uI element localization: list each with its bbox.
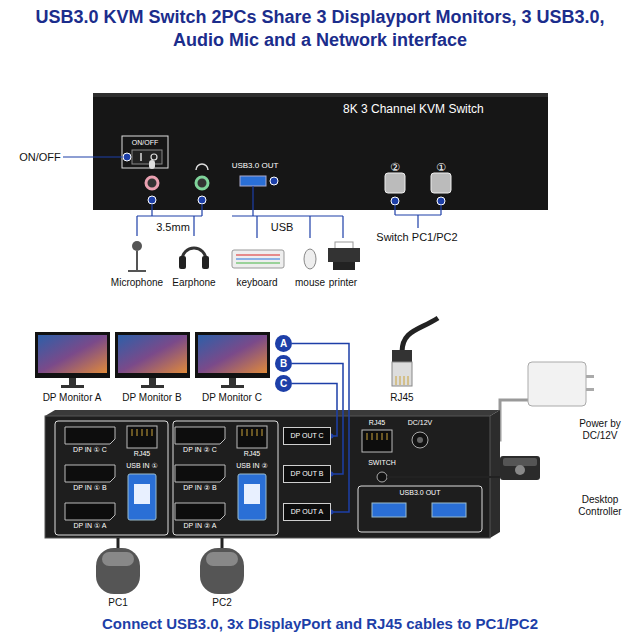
callout-circle: B — [275, 355, 292, 372]
node-text: A — [280, 339, 287, 349]
part-label: RJ45 — [390, 392, 413, 404]
port-box: DP OUT A — [283, 503, 331, 521]
part-label: PC2 — [212, 597, 231, 609]
part-label: printer — [329, 277, 357, 289]
part-label: ON/OFF — [19, 151, 61, 164]
part-label: Microphone — [111, 277, 163, 289]
part-label: DP Monitor A — [43, 392, 102, 404]
part-label: DP IN ② B — [183, 484, 216, 492]
callout-circle: A — [275, 335, 292, 352]
part-label: DP IN ② C — [183, 446, 217, 454]
callout-circle: C — [275, 375, 292, 392]
port-box: DP OUT C — [283, 427, 331, 445]
part-label: DP Monitor C — [202, 392, 262, 404]
connector-line — [292, 364, 343, 475]
part-label: 3.5mm — [156, 221, 190, 234]
node-text: DP OUT B — [291, 470, 324, 478]
caption-text: Connect USB3.0, 3x DisplayPort and RJ45 … — [0, 615, 640, 633]
node-text: C — [280, 379, 287, 389]
part-label: USB IN ① — [126, 462, 158, 470]
device-panel: 8K 3 Channel KVM Switch — [93, 93, 548, 210]
part-label: DP Monitor B — [122, 392, 181, 404]
part-label: USB3.0 OUT — [232, 161, 279, 171]
part-label: Earphone — [172, 277, 215, 289]
title-text: USB3.0 KVM Switch 2PCs Share 3 Displaypo… — [20, 6, 620, 53]
part-label: DP IN ① A — [74, 522, 107, 530]
part-label: Switch PC1/PC2 — [376, 231, 457, 244]
port-box: DP OUT B — [283, 465, 331, 483]
part-label: mouse — [295, 277, 325, 289]
node-text: DP OUT C — [290, 432, 323, 440]
part-label: DP IN ② A — [184, 522, 217, 530]
part-label: ON/OFF — [132, 139, 158, 147]
part-label: Desktop Controller — [569, 494, 631, 518]
part-label: keyboard — [236, 277, 277, 289]
part-label: RJ45 — [369, 419, 385, 427]
part-label: USB IN ② — [236, 462, 268, 470]
part-label: ② — [390, 161, 400, 174]
part-label: SWITCH — [368, 459, 396, 467]
part-label: PC1 — [108, 597, 127, 609]
node-text: B — [280, 359, 287, 369]
part-label: Power by DC/12V — [564, 418, 636, 442]
part-label: DP IN ① B — [73, 484, 106, 492]
part-label: ① — [436, 161, 446, 174]
part-label: RJ45 — [134, 450, 150, 458]
node-text: 8K 3 Channel KVM Switch — [343, 102, 484, 116]
part-label: USB3.0 OUT — [400, 489, 441, 497]
part-label: RJ45 — [244, 450, 260, 458]
part-label: DP IN ① C — [73, 446, 107, 454]
node-text: DP OUT A — [291, 508, 323, 516]
part-label: DC/12V — [408, 419, 433, 427]
part-label: USB — [271, 221, 294, 234]
